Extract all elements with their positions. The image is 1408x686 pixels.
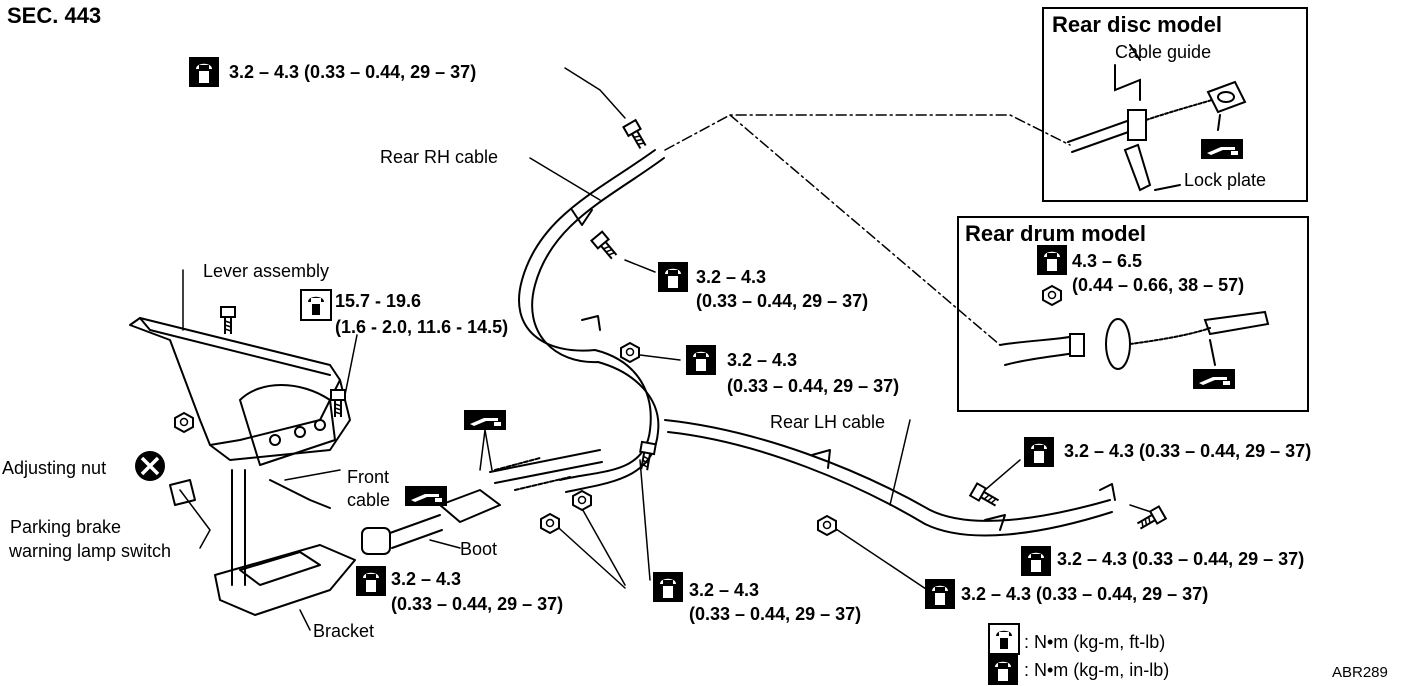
figure-code: ABR289 <box>1332 664 1388 681</box>
torque-spec-bottom-left-units: (0.33 – 0.44, 29 – 37) <box>391 594 564 614</box>
cable-guide-label: Cable guide <box>1115 42 1212 62</box>
torque-spec-right-bottom: 3.2 – 4.3 (0.33 – 0.44, 29 – 37) <box>961 584 1209 604</box>
torque-spec-mid2-value: 3.2 – 4.3 <box>727 350 798 370</box>
grease-icon <box>464 410 506 430</box>
inset-disc-title: Rear disc model <box>1052 12 1222 37</box>
torque-spec-top: 3.2 – 4.3 (0.33 – 0.44, 29 – 37) <box>229 62 477 82</box>
rear-rh-cable-label: Rear RH cable <box>380 147 499 167</box>
grease-icon <box>405 486 447 506</box>
torque-spec-bottom-center-units: (0.33 – 0.44, 29 – 37) <box>689 604 862 624</box>
drum-torque-value: 4.3 – 6.5 <box>1072 251 1143 271</box>
torque-spec-lever-value: 15.7 - 19.6 <box>335 291 422 311</box>
torque-wrench-outline-icon <box>301 290 331 320</box>
torque-spec-mid1-units: (0.33 – 0.44, 29 – 37) <box>696 291 869 311</box>
parking-brake-switch-label-2: warning lamp switch <box>9 541 172 561</box>
lock-plate-label: Lock plate <box>1184 170 1267 190</box>
lever-assembly-label: Lever assembly <box>203 261 330 281</box>
adjusting-nut-label: Adjusting nut <box>2 458 107 478</box>
torque-spec-right-top: 3.2 – 4.3 (0.33 – 0.44, 29 – 37) <box>1064 441 1312 461</box>
legend-in-lb: : N•m (kg-m, in-lb) <box>1024 660 1170 680</box>
drum-torque-units: (0.44 – 0.66, 38 – 57) <box>1072 275 1245 295</box>
front-cable-label-1: Front <box>347 467 390 487</box>
torque-spec-mid1-value: 3.2 – 4.3 <box>696 267 767 287</box>
inset-drum-title: Rear drum model <box>965 221 1146 246</box>
section-number: SEC. 443 <box>7 3 102 28</box>
torque-spec-right-mid: 3.2 – 4.3 (0.33 – 0.44, 29 – 37) <box>1057 549 1305 569</box>
rear-lh-cable-label: Rear LH cable <box>770 412 886 432</box>
front-cable-label-2: cable <box>347 490 391 510</box>
torque-spec-lever-units: (1.6 - 2.0, 11.6 - 14.5) <box>335 317 509 337</box>
torque-wrench-icon <box>189 57 219 87</box>
legend-ft-lb: : N•m (kg-m, ft-lb) <box>1024 632 1166 652</box>
torque-spec-bottom-center-value: 3.2 – 4.3 <box>689 580 760 600</box>
do-not-reuse-icon <box>135 451 165 481</box>
bracket-label: Bracket <box>313 621 375 641</box>
parking-brake-switch-label-1: Parking brake <box>10 517 122 537</box>
boot-label: Boot <box>460 539 498 559</box>
torque-spec-bottom-left-value: 3.2 – 4.3 <box>391 569 462 589</box>
torque-spec-mid2-units: (0.33 – 0.44, 29 – 37) <box>727 376 900 396</box>
do-not-reuse-icon <box>135 451 165 481</box>
